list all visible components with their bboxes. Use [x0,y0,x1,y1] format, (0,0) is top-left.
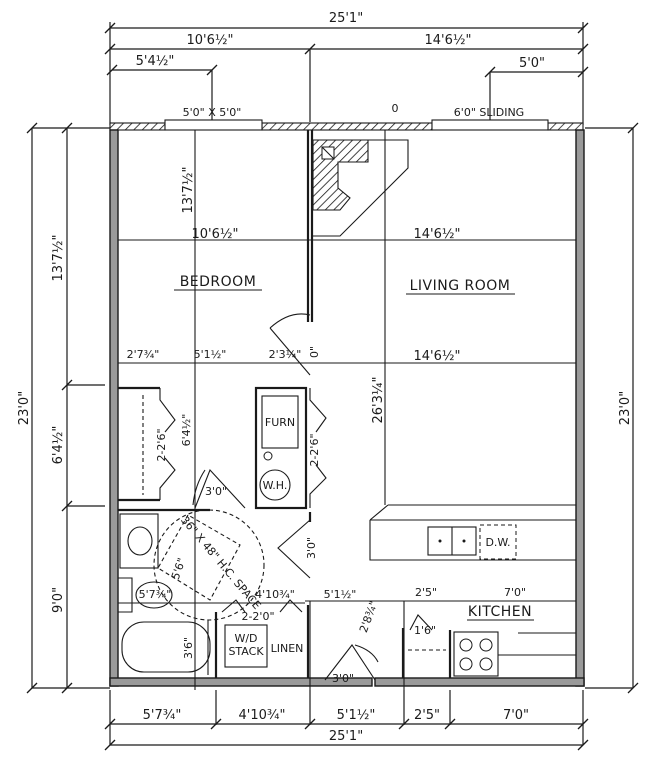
right-overall-dim: 23'0" [618,391,633,425]
washer-dryer [224,624,268,668]
furnace-label: FURN [265,416,295,429]
kitchen-label: KITCHEN [468,604,532,620]
left-middle-dim: 6'4½" [51,426,66,465]
tub-length-dim: 3'6" [182,637,195,659]
right-dimensions: 23'0" [585,122,639,694]
exterior-walls [109,119,585,687]
range [453,631,499,677]
mechanical-closet [254,386,308,510]
pantry-dim: 1'6" [414,624,436,637]
kitchen-seg-left-dim: 2'5" [415,586,437,599]
interior-dim-2: 5'1½" [194,348,227,361]
interior-dim-3: 2'3¼" [269,348,302,361]
top-dimensions: 25'1" 10'6½" 14'6½" 5'4½" 5'0" [104,11,589,125]
dishwasher [479,524,517,560]
fireplace [312,139,369,211]
window-offset-dim: 5'4½" [136,54,175,69]
bedroom-window [164,119,263,131]
wd-label-2: STACK [228,645,264,658]
living-room-label: LIVING ROOM [410,278,511,294]
bedroom-width-dim: 10'6½" [192,227,239,242]
sink [127,526,153,556]
bottom-dim-1: 5'7¾" [143,708,182,723]
hall-width-right-dim: 5'1½" [324,588,357,601]
top-left-dim: 10'6½" [187,33,234,48]
bottom-dim-2: 4'10¾" [239,708,286,723]
bottom-dim-3: 5'1½" [337,708,376,723]
interior-walls [118,130,576,690]
bathtub [121,621,211,673]
sliding-door-label: 6'0" SLIDING [454,106,524,119]
bottom-overall-dim: 25'1" [329,729,363,744]
turning-circle-dim: 5'6" [169,556,189,581]
bedroom-label: BEDROOM [180,274,257,290]
top-right-dim: 14'6½" [425,33,472,48]
bath-vanity [119,513,159,569]
interior-dim-1: 2'7¾" [127,348,160,361]
left-upper-dim: 13'7½" [51,235,66,282]
hc-turning-circle [153,509,265,621]
bath-door-dim: 3'0" [205,485,227,498]
living-width-bottom-dim: 14'6½" [414,349,461,364]
hall-door-dim: 3'0" [305,537,318,559]
entry-door-dim: 3'0" [332,672,354,685]
bedroom-window-label: 5'0" X 5'0" [183,106,242,119]
entry-offset-dim: 2'8¾" [357,599,380,634]
hall-width-dim: 4'10¾" [255,588,295,601]
interior-dim-4: 0" [308,346,321,358]
linen-label: LINEN [271,642,304,655]
living-depth-dim: 26'3¼" [371,377,386,424]
water-heater [259,469,291,501]
bottom-dim-4: 2'5" [414,708,440,723]
water-heater-label: W.H. [263,479,288,492]
sliding-door [431,119,549,131]
bedroom-depth-dim: 13'7½" [181,167,196,214]
linen-doors-dim: 2-2'0" [241,610,274,623]
kitchen-seg-right-dim: 7'0" [504,586,526,599]
bottom-dim-5: 7'0" [503,708,529,723]
living-width-top-dim: 14'6½" [414,227,461,242]
top-overall-dim: 25'1" [329,11,363,26]
dishwasher-label: D.W. [485,536,510,549]
left-dimensions: 23'0" 13'7½" 6'4½" 9'0" [17,122,110,694]
door-offset-dim: 5'0" [519,56,545,71]
left-lower-dim: 9'0" [51,587,66,613]
bottom-dimensions: 5'7¾" 4'10¾" 5'1½" 2'5" 7'0" 25'1" [104,690,589,751]
hc-space-label: 36" X 48" H.C. SPACE [178,514,263,612]
top-marker: 0 [392,102,399,115]
furnace [261,395,299,449]
right-closet-doors-dim: 2-2'6" [308,433,321,466]
left-closet-depth-dim: 6'4½" [180,414,193,447]
toilet [135,581,173,609]
wd-label-1: W/D [234,632,257,645]
left-overall-dim: 23'0" [17,391,32,425]
bath-width-dim: 5'7¾" [139,588,172,601]
left-closet-doors-dim: 2-2'6" [155,428,168,461]
